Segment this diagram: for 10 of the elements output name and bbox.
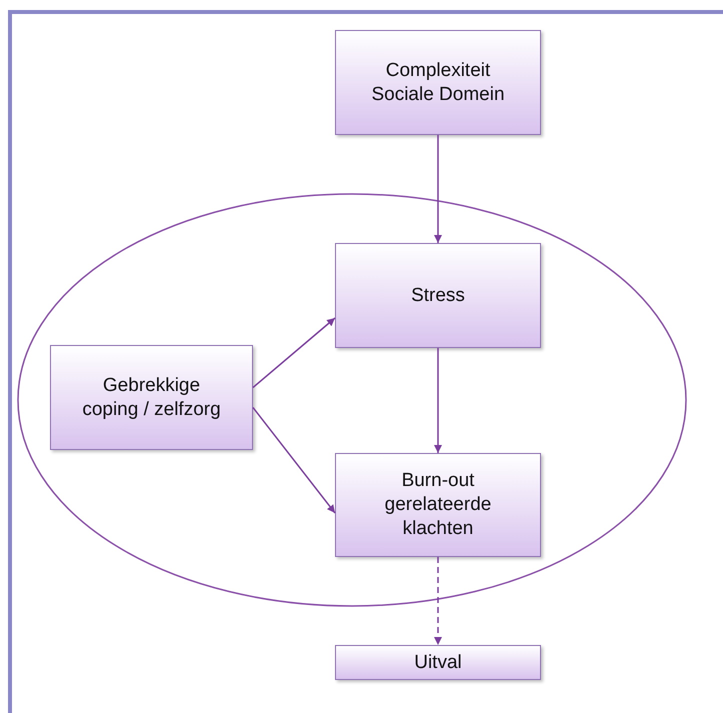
arrow: [252, 407, 336, 514]
arrow: [434, 557, 442, 645]
arrow: [434, 135, 442, 243]
process-box: Burn-out gerelateerde klachten: [335, 453, 541, 557]
process-box: Complexiteit Sociale Domein: [335, 30, 541, 135]
outcome-box: Uitval: [335, 645, 541, 680]
arrow: [252, 317, 336, 388]
arrow: [434, 348, 442, 453]
process-box: Stress: [335, 243, 541, 348]
process-box: Gebrekkige coping / zelfzorg: [50, 345, 253, 450]
